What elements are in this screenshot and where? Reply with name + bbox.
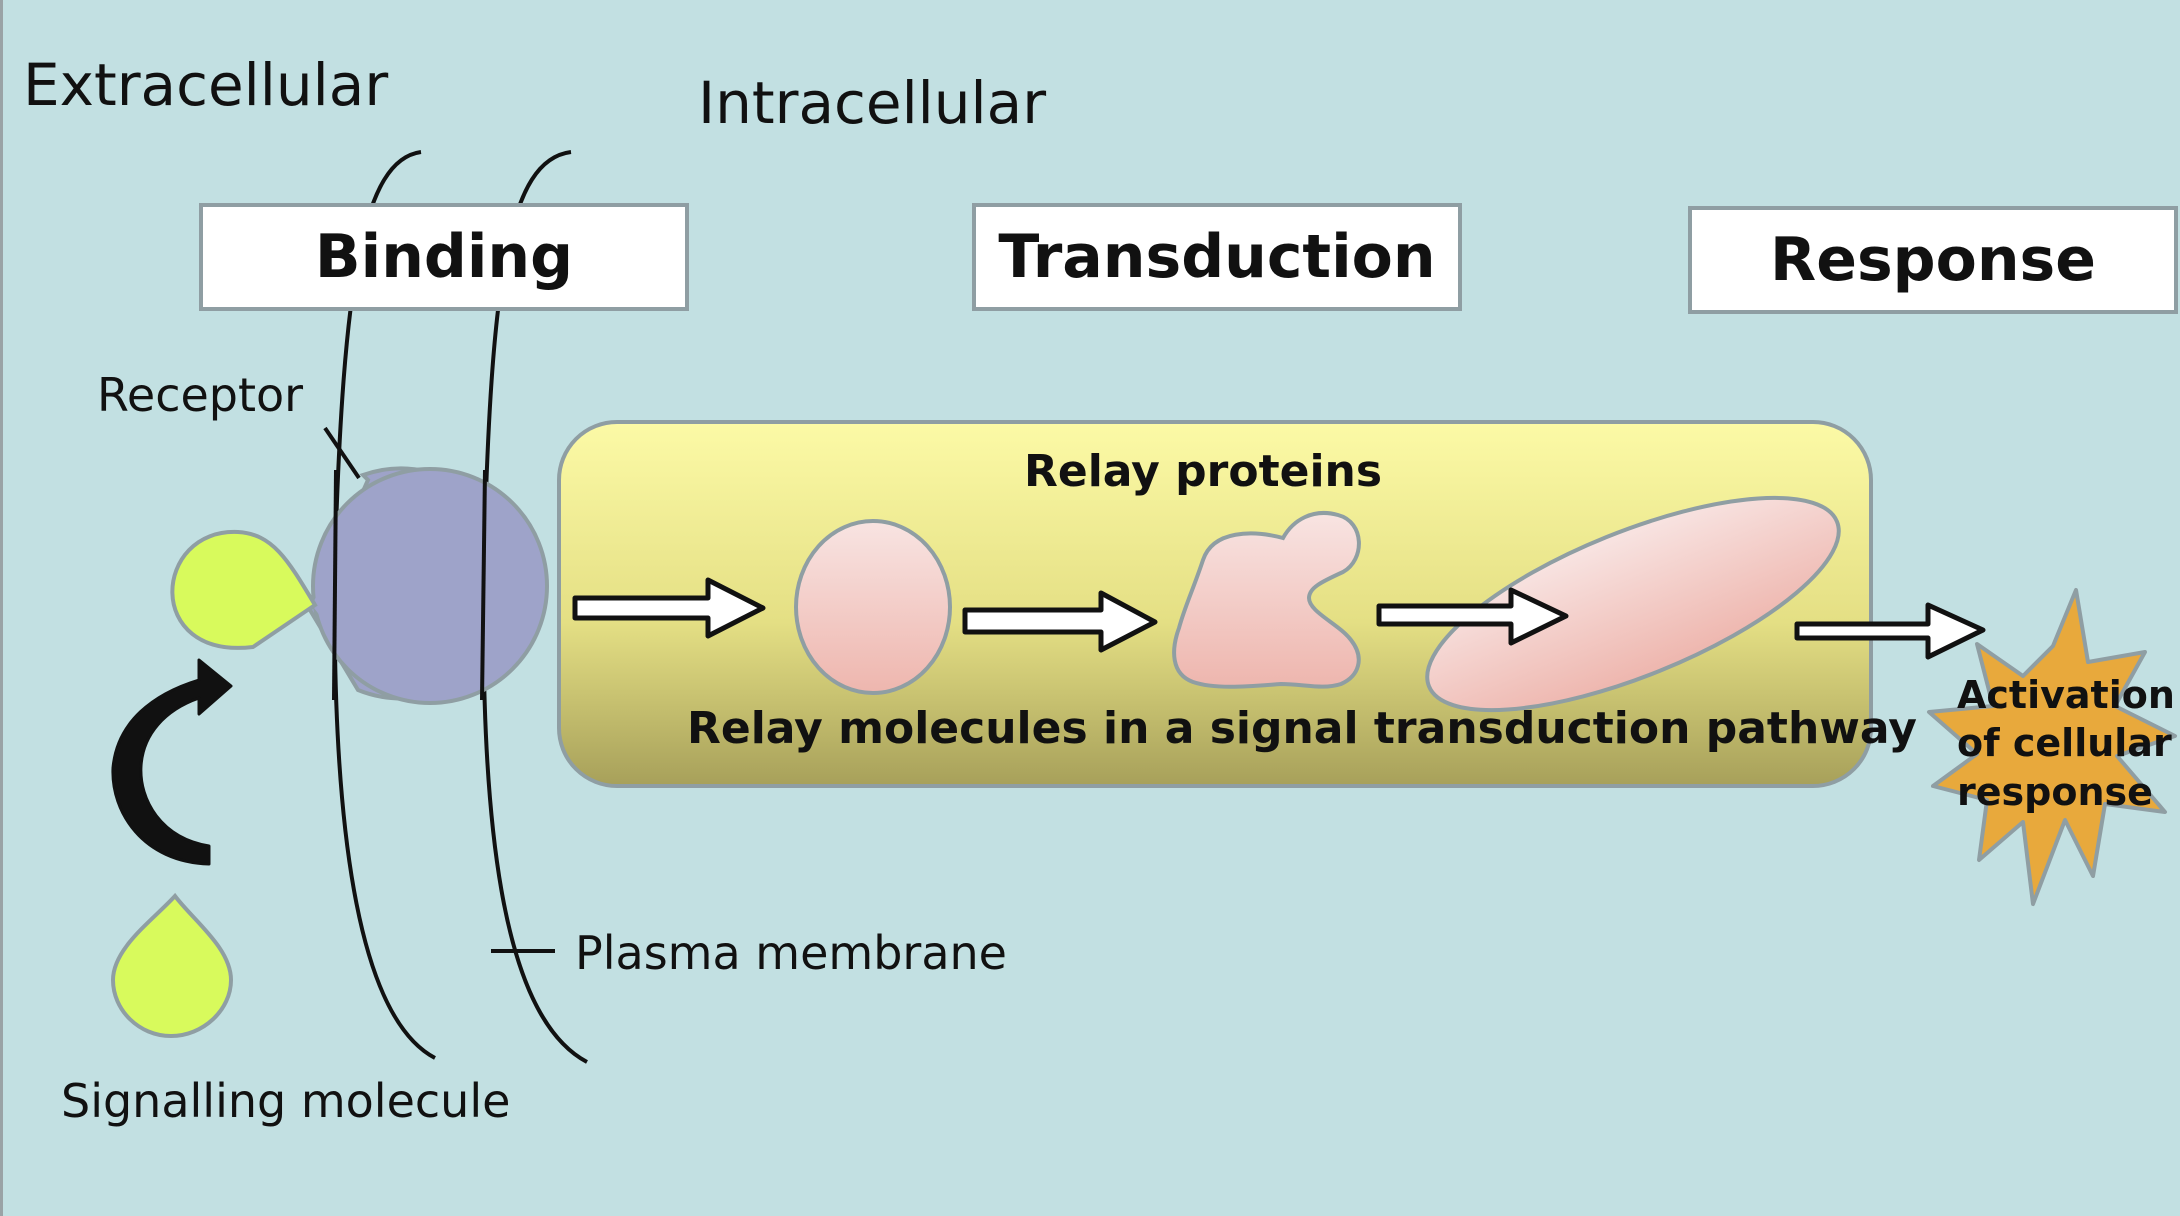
pathway-arrow-1: [572, 577, 766, 639]
pathway-arrow-4: [1794, 602, 1986, 660]
binding-curved-arrow: [111, 658, 233, 866]
activation-line-3: response: [1957, 769, 2153, 814]
receptor-pointer: [323, 426, 361, 480]
transduction-stage-label: Transduction: [998, 222, 1436, 292]
activation-text: Activation of cellular response: [1957, 671, 2175, 816]
extracellular-label: Extracellular: [23, 51, 389, 119]
signalling-molecule-label: Signalling molecule: [61, 1074, 511, 1128]
pathway-arrow-2: [962, 590, 1158, 653]
relay-proteins-label: Relay proteins: [1024, 446, 1383, 497]
activation-line-2: of cellular: [1957, 721, 2172, 766]
relay-molecules-label: Relay molecules in a signal transduction…: [687, 703, 1917, 754]
diagram-graphics: [110, 150, 2177, 1064]
free-signal-molecule: [110, 892, 234, 1039]
relay-protein-1: [794, 519, 952, 695]
response-starburst: [1927, 588, 2177, 906]
receptor-label: Receptor: [97, 368, 304, 422]
bound-signal-molecule: [170, 529, 318, 650]
relay-protein-2: [1172, 511, 1361, 689]
response-stage-label: Response: [1770, 225, 2096, 295]
plasma-membrane-label: Plasma membrane: [575, 926, 1007, 980]
relay-protein-3: [1425, 495, 1841, 713]
pathway-arrow-3: [1376, 587, 1569, 646]
transduction-stage-box: Transduction: [972, 203, 1462, 311]
response-stage-box: Response: [1688, 206, 2178, 314]
activation-line-1: Activation: [1957, 673, 2175, 717]
binding-stage-label: Binding: [314, 222, 574, 292]
intracellular-label: Intracellular: [698, 69, 1047, 137]
binding-stage-box: Binding: [199, 203, 689, 311]
